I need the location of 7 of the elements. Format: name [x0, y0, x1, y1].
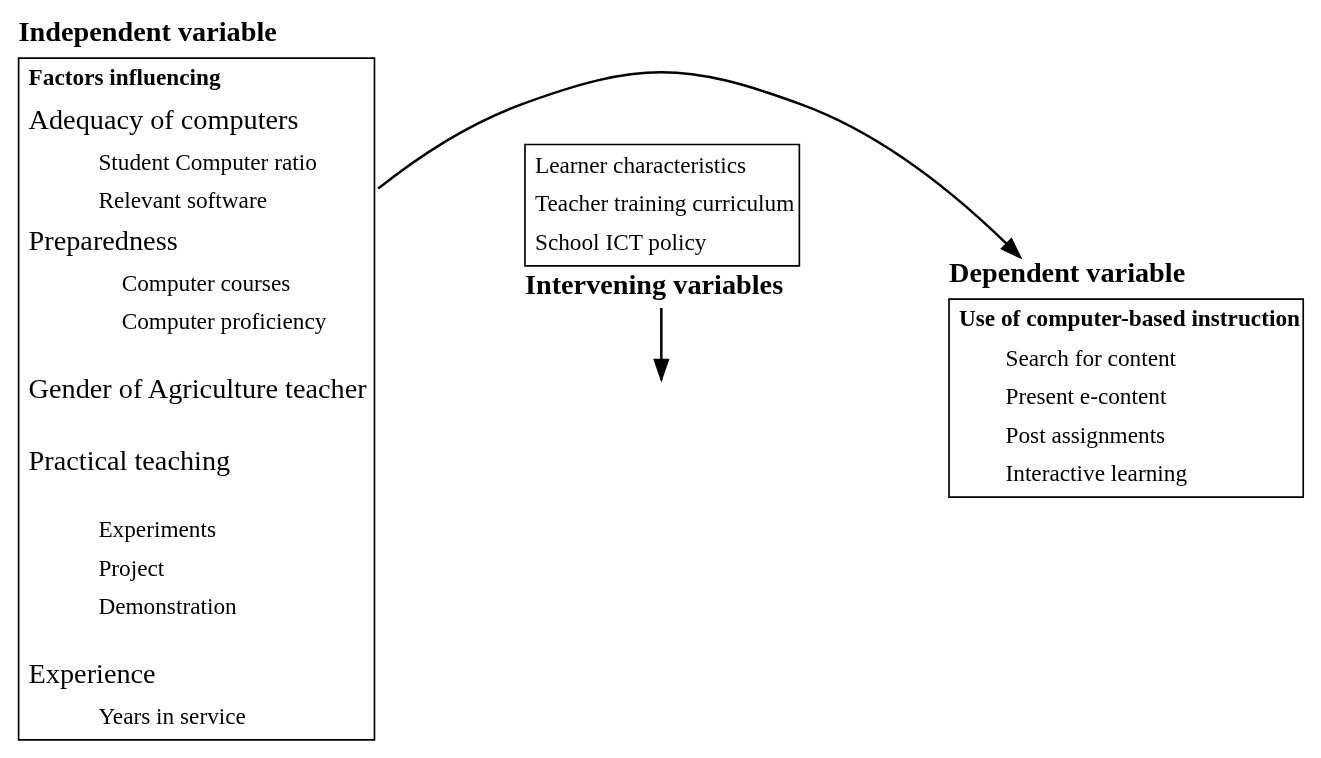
node-box: Factors influencing Adequacy of computers Student Computer ratio Relevant software Preparedness Computer courses Computer proficiency Gender of Agriculture teacher Practical teaching Experiments Project Demonstration Experience Years in service [17, 57, 376, 741]
node-box: Use of computer-based instruction Search for content Present e-content Post assignments Interactive learning [948, 298, 1305, 498]
node-box: Learner characteristics Teacher training curriculum School ICT policy [524, 143, 801, 267]
node-label: Independent variable [18, 15, 277, 47]
arrow [377, 71, 1023, 260]
node-label: Dependent variable [949, 256, 1186, 288]
node-label: Intervening variables [524, 268, 784, 300]
